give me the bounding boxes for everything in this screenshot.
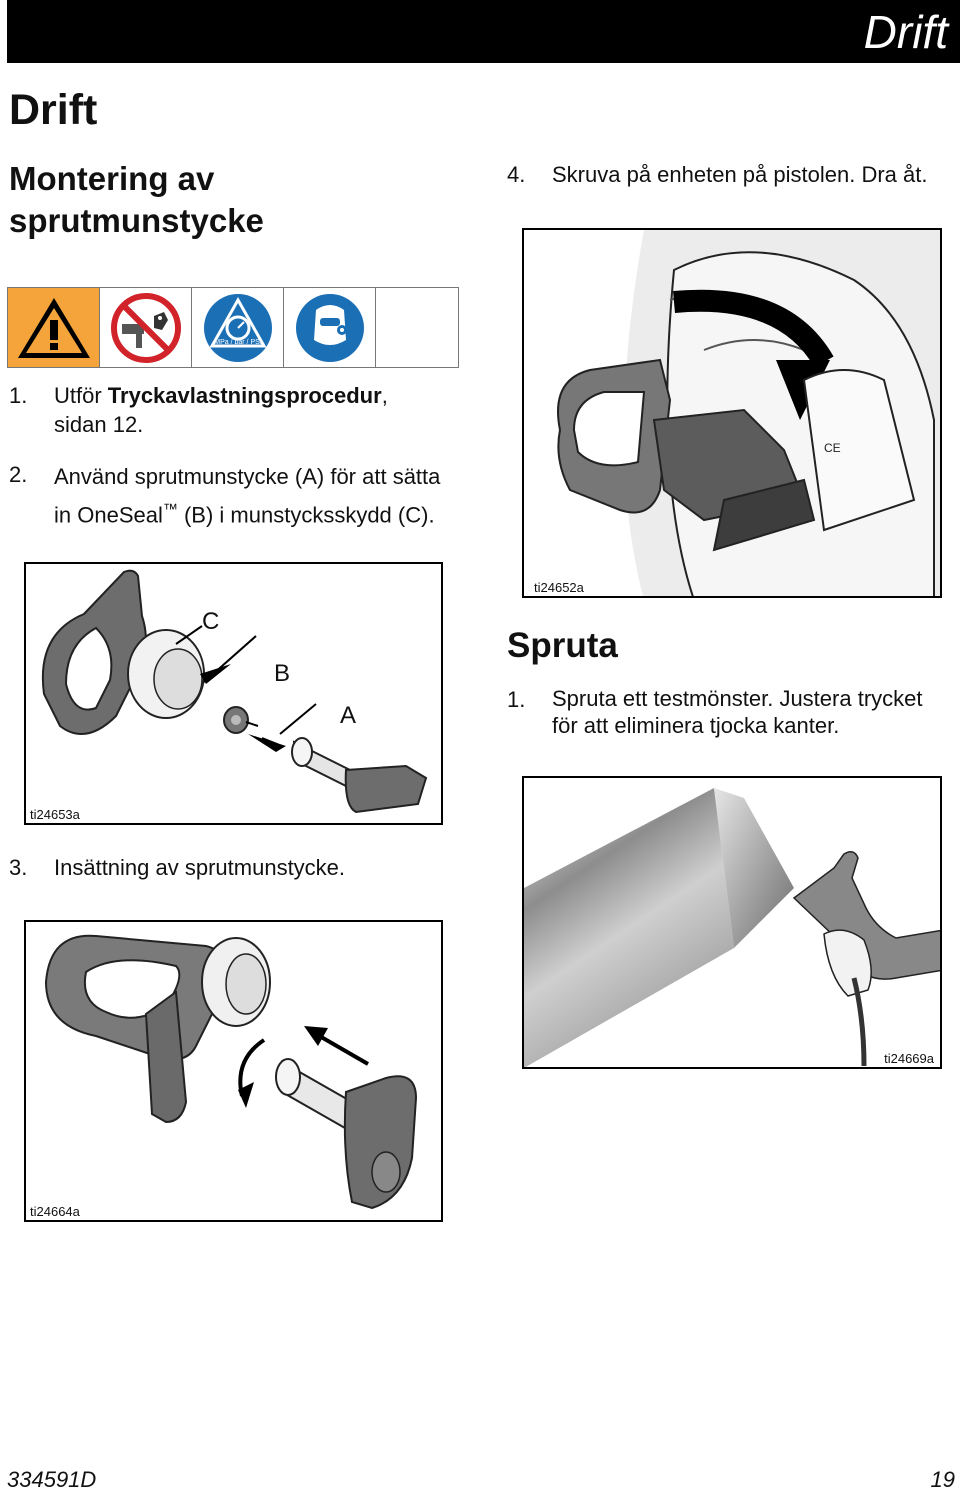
step-4: 4. Skruva på enheten på pistolen. Dra åt… — [507, 160, 957, 190]
step-text-line2-post: (B) i munstycksskydd (C). — [177, 502, 435, 528]
no-hand-in-spray-icon — [100, 288, 192, 367]
ce-mark: CE — [824, 441, 841, 455]
step-number: 2. — [9, 462, 28, 487]
figure-screw-onto-gun: CE ti24652a — [522, 228, 942, 598]
step-text-pre: Utför — [54, 383, 108, 408]
warning-icon-strip: MPa / bar / PSI — [7, 287, 459, 368]
step-text-line2: för att eliminera tjocka kanter. — [552, 713, 840, 738]
step-text: Använd sprutmunstycke (A) för att sätta i… — [54, 460, 440, 531]
spray-step-1: 1. Spruta ett testmönster. Justera tryck… — [507, 685, 957, 743]
step-text-post: , — [381, 383, 388, 408]
label-a: A — [340, 702, 357, 729]
step-number: 4. — [507, 162, 526, 187]
figure-tip-insertion: ti24664a — [24, 920, 443, 1222]
section-title-assembly: Montering av sprutmunstycke — [9, 160, 264, 239]
pressure-unit-label: MPa / bar / PSI — [214, 339, 262, 346]
wear-protection-icon — [284, 288, 376, 367]
step-number: 1. — [9, 383, 28, 408]
step-1: 1. Utför Tryckavlastningsprocedur, sidan … — [9, 381, 469, 441]
figure-id: ti24652a — [534, 580, 584, 595]
step-2: 2. Använd sprutmunstycke (A) för att sät… — [9, 460, 479, 527]
page-title: Drift — [9, 86, 98, 134]
figure-tip-exploded: C B A ti24653a — [24, 562, 443, 825]
header-title: Drift — [863, 6, 948, 58]
step-text-line1: Använd sprutmunstycke (A) för att sätta — [54, 464, 441, 489]
figure-id: ti24653a — [30, 807, 80, 822]
procedure-link-text: Tryckavlastningsprocedur — [107, 383, 382, 408]
page-number: 19 — [930, 1467, 955, 1492]
figure-id: ti24669a — [884, 1051, 934, 1066]
step-number: 3. — [9, 855, 28, 880]
trademark-symbol: ™ — [162, 501, 178, 518]
step-text-line2-pre: in OneSeal — [54, 502, 163, 528]
step-3: 3. Insättning av sprutmunstycke. — [9, 853, 469, 883]
figure-id: ti24664a — [30, 1204, 80, 1219]
step-text: Utför Tryckavlastningsprocedur, sidan 12. — [54, 381, 388, 439]
step-number: 1. — [507, 687, 526, 712]
empty-icon-cell — [376, 288, 458, 367]
figure-spray-pattern: ti24669a — [522, 776, 942, 1069]
label-b: B — [274, 660, 291, 687]
step-text-line1: Spruta ett testmönster. Justera trycket — [552, 686, 923, 711]
step-text: Insättning av sprutmunstycke. — [54, 855, 346, 880]
pressure-gauge-icon: MPa / bar / PSI — [192, 288, 284, 367]
label-c: C — [202, 608, 220, 635]
warning-triangle-icon — [8, 288, 100, 367]
header-bar: Drift — [7, 0, 960, 63]
step-text-line2: sidan 12. — [54, 412, 144, 437]
document-number: 334591D — [7, 1467, 97, 1492]
step-text: Skruva på enheten på pistolen. Dra åt. — [552, 162, 928, 187]
section-title-spray: Spruta — [507, 626, 618, 665]
